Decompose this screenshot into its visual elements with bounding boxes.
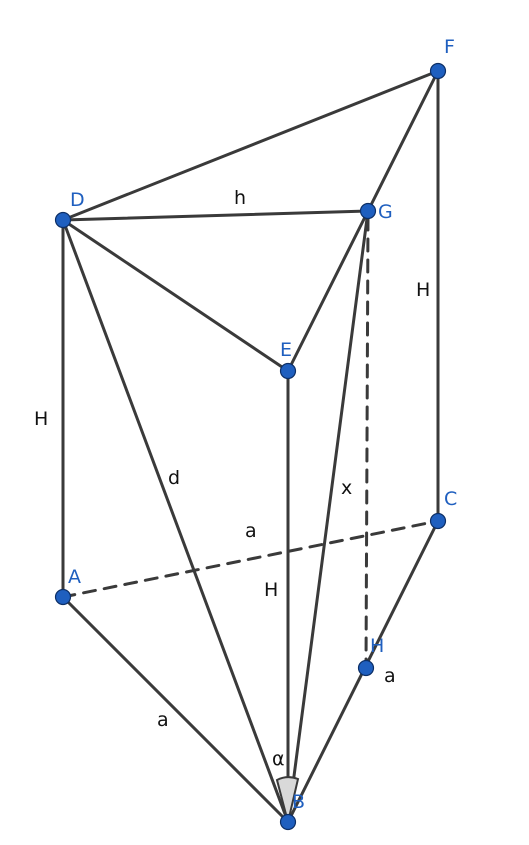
label-d: d [168, 467, 180, 489]
point-label-E: E [280, 339, 292, 361]
label-a-AC: a [245, 520, 257, 542]
point-label-G: G [378, 201, 393, 223]
point-E [279, 362, 297, 380]
edge-BG [286, 209, 370, 824]
point-label-D: D [70, 189, 85, 211]
edge-DE [61, 218, 290, 373]
point-H [357, 659, 375, 677]
point-D [54, 211, 72, 229]
point-label-H: H [370, 635, 384, 657]
edge-DG [61, 209, 370, 222]
angle-alpha-marker [275, 776, 300, 823]
edge-BD [61, 218, 290, 824]
label-alpha: α [272, 748, 285, 770]
point-F [429, 62, 447, 80]
label-H-left: H [34, 408, 48, 430]
point-label-B: B [292, 791, 305, 813]
label-H-right: H [416, 279, 430, 301]
point-label-C: C [444, 488, 457, 510]
label-h: h [234, 187, 246, 209]
point-A [54, 588, 72, 606]
label-x: x [341, 477, 352, 499]
edge-DF [61, 69, 440, 222]
point-G [359, 202, 377, 220]
point-label-A: A [68, 566, 81, 588]
point-C [429, 512, 447, 530]
edge-AB [61, 595, 290, 824]
label-H-center: H [264, 579, 278, 601]
edge-AC [61, 519, 440, 599]
edge-EG [286, 209, 370, 373]
edge-GF [366, 69, 440, 213]
point-B [279, 813, 297, 831]
point-label-F: F [444, 36, 455, 58]
label-a-HC: a [384, 665, 396, 687]
edge-GH [364, 216, 370, 670]
label-a-AB: a [157, 709, 169, 731]
